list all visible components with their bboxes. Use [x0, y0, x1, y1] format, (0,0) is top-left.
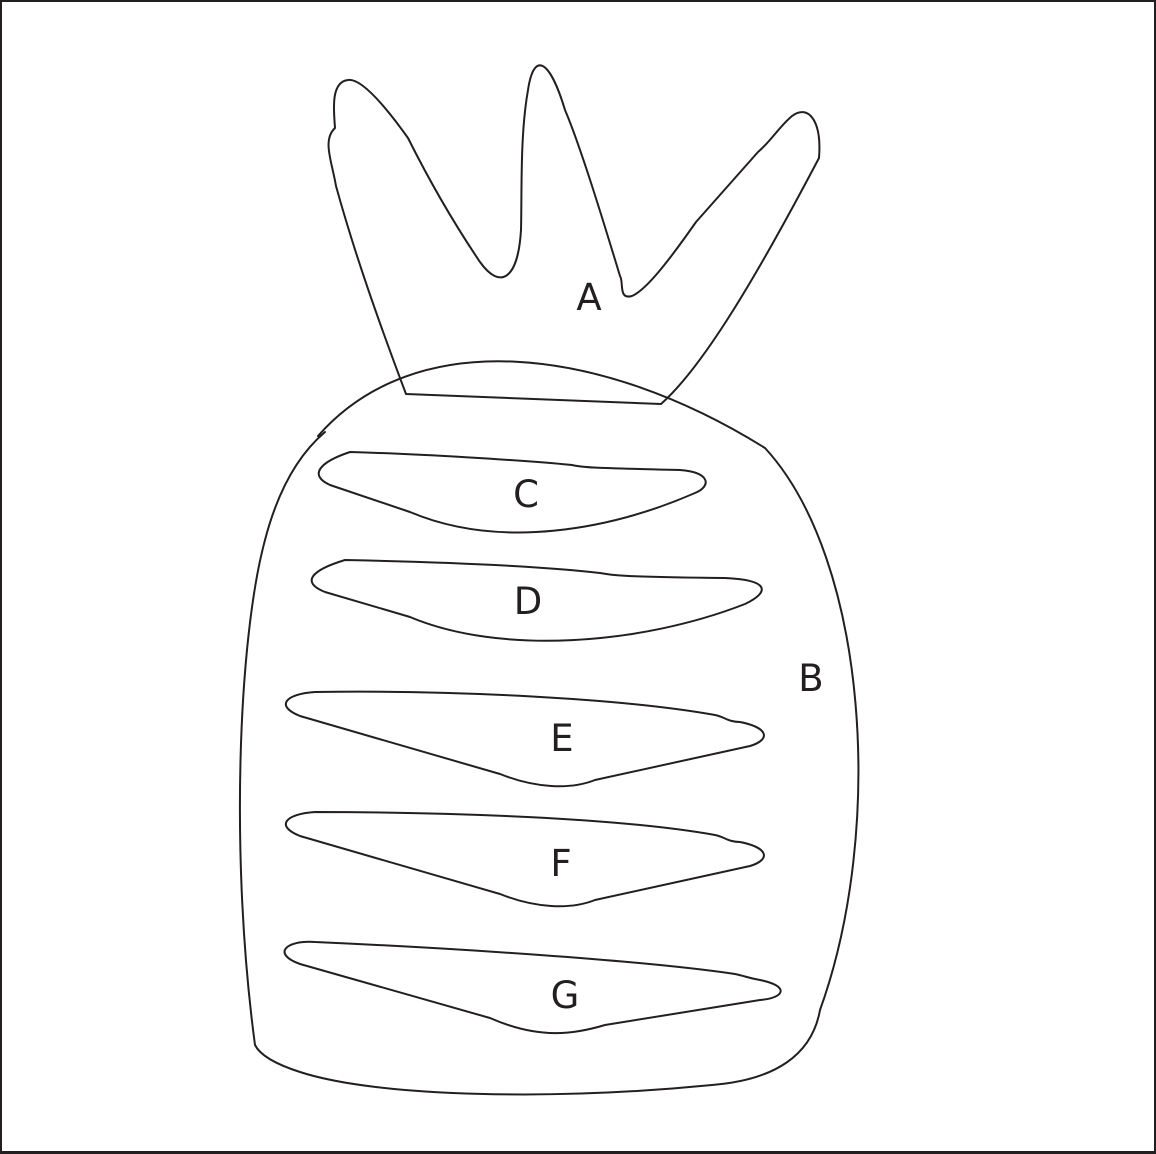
label-e: E [550, 717, 573, 760]
region-e-eye [286, 692, 764, 787]
label-a: A [576, 276, 601, 319]
region-a-crown [329, 65, 820, 404]
label-f: F [550, 842, 571, 885]
region-g-eye [285, 942, 781, 1033]
label-b: B [798, 657, 823, 700]
region-f-eye [286, 812, 764, 906]
label-d: D [514, 580, 543, 623]
label-g: G [551, 974, 580, 1017]
label-c: C [513, 473, 539, 516]
region-b-body [240, 361, 858, 1094]
